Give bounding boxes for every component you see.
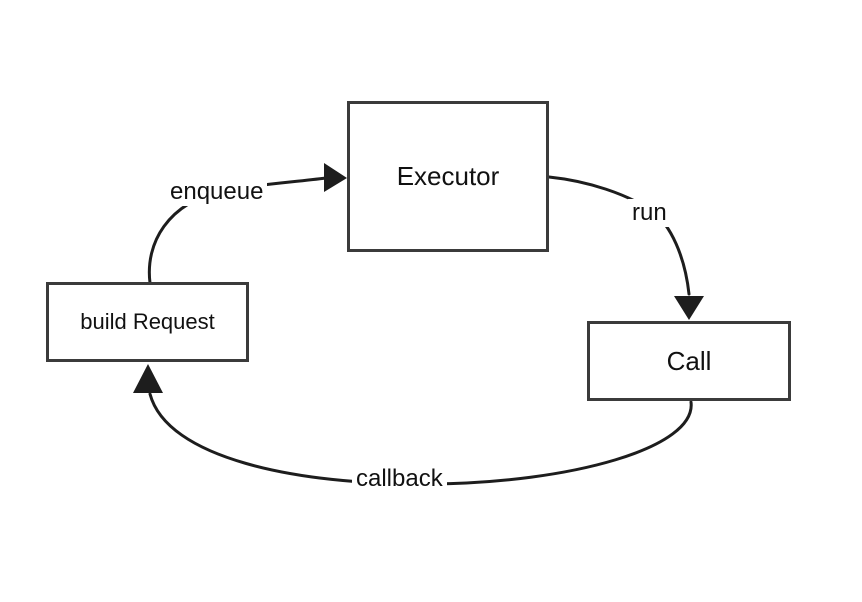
edge-enqueue-arrowhead-icon [324,163,347,192]
edge-run-arrowhead-icon [674,296,704,320]
node-executor: Executor [347,101,549,252]
edge-label-callback: callback [352,465,447,494]
node-executor-label: Executor [396,161,500,191]
edge-label-enqueue: enqueue [166,178,268,207]
node-build-request-label: build Request [80,309,215,334]
node-call-label: Call [666,345,712,376]
edge-run-curve [547,175,691,296]
node-build-request: build Request [46,282,249,362]
edge-callback-arrowhead-icon [133,364,163,393]
node-call: Call [587,321,791,401]
edge-label-run: run [628,199,671,228]
